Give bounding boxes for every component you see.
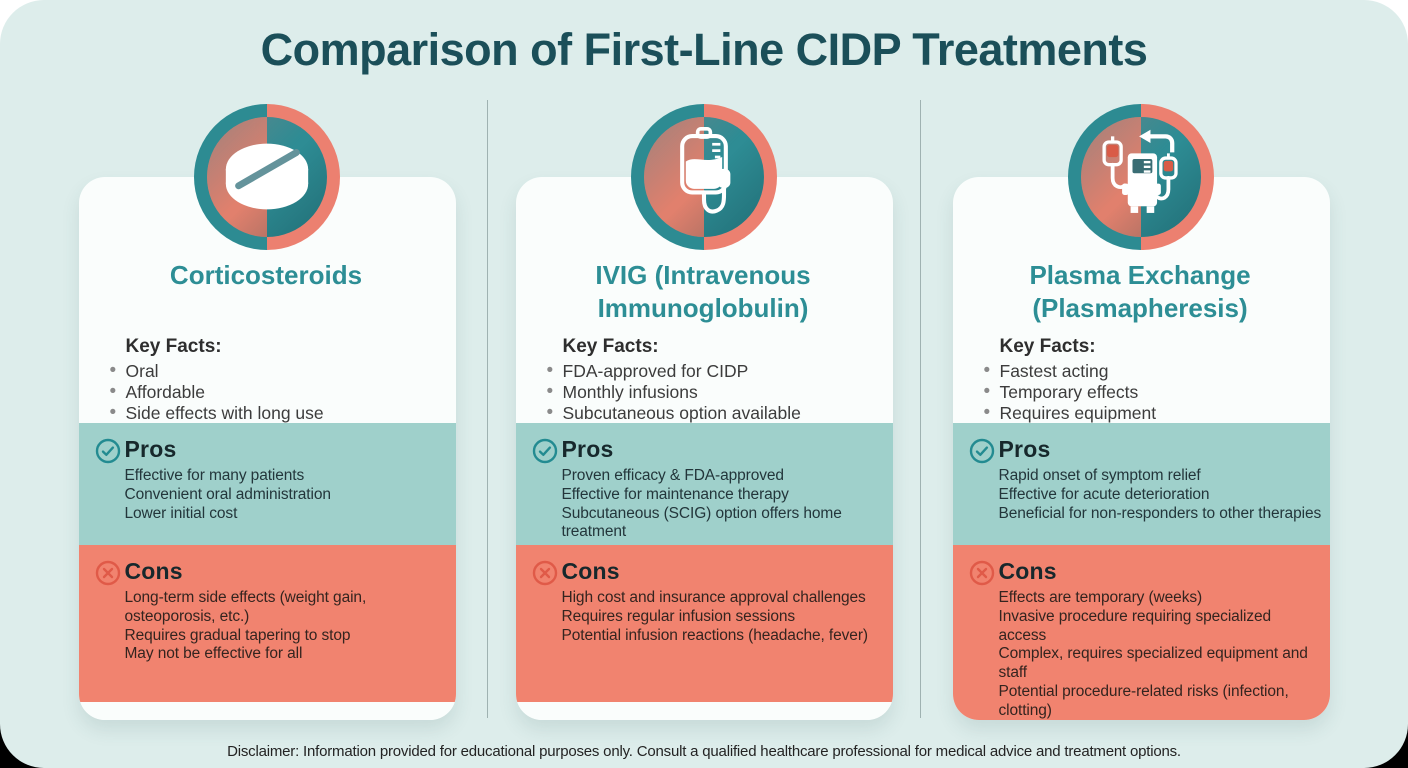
treatment-column-corticosteroids: Corticosteroids Key Facts: OralAffordabl… [78, 104, 456, 720]
treatment-name: IVIG (Intravenous Immunoglobulin) [595, 260, 811, 323]
apheresis-machine-icon [1102, 129, 1178, 213]
con-item: Requires regular infusion sessions [561, 607, 796, 625]
con-item: Requires gradual tapering to stop [124, 626, 351, 644]
pro-item: Effective for many patients [124, 467, 305, 484]
key-facts-list: OralAffordableSide effects with long use [110, 360, 438, 424]
pill-icon [225, 143, 309, 210]
key-facts-list: FDA-approved for CIDPMonthly infusionsSu… [547, 360, 875, 424]
treatment-column-plasma-exchange: Plasma Exchange (Plasmapheresis) Key Fac… [952, 104, 1330, 720]
key-fact-item: FDA-approved for CIDP [547, 360, 875, 382]
key-facts-heading: Key Facts: [999, 336, 1096, 357]
cons-list: Long-term side effects (weight gain, ost… [125, 589, 448, 664]
pros-heading: Pros [561, 436, 614, 462]
pro-item: Convenient oral administration [124, 485, 331, 503]
pro-item: Beneficial for non-responders to other t… [998, 504, 1322, 522]
iv-bag-icon [680, 127, 731, 214]
check-circle-icon [95, 438, 120, 464]
con-item: Potential procedure-related risks (infec… [998, 682, 1289, 719]
cons-section: Cons Long-term side effects (weight gain… [78, 545, 456, 702]
pro-item: Subcutaneous (SCIG) option offers home t… [561, 504, 842, 541]
con-item: Invasive procedure requiring specialized… [998, 607, 1272, 644]
treatment-badge [631, 104, 777, 250]
cons-heading: Cons [561, 558, 620, 584]
pro-item: Rapid onset of symptom relief [998, 467, 1201, 484]
key-facts: Key Facts: OralAffordableSide effects wi… [110, 336, 438, 424]
con-item: Potential infusion reactions (headache, … [561, 626, 869, 644]
con-item: Effects are temporary (weeks) [998, 589, 1203, 606]
pro-item: Effective for maintenance therapy [561, 485, 789, 503]
key-facts-list: Fastest actingTemporary effectsRequires … [984, 360, 1312, 424]
cons-list: High cost and insurance approval challen… [562, 589, 885, 645]
column-divider [487, 100, 488, 718]
column-divider [920, 100, 921, 718]
x-circle-icon [532, 560, 557, 586]
key-facts: Key Facts: Fastest actingTemporary effec… [984, 336, 1312, 424]
key-fact-item: Subcutaneous option available [547, 402, 875, 424]
key-fact-item: Side effects with long use [110, 402, 438, 424]
pro-item: Proven efficacy & FDA-approved [561, 467, 785, 484]
cons-section: Cons Effects are temporary (weeks)Invasi… [952, 545, 1330, 720]
con-item: High cost and insurance approval challen… [561, 589, 866, 606]
treatment-badge [1068, 104, 1214, 250]
key-fact-item: Fastest acting [984, 360, 1312, 382]
x-circle-icon [95, 560, 120, 586]
pros-heading: Pros [124, 436, 177, 462]
treatment-card: Plasma Exchange (Plasmapheresis) Key Fac… [952, 177, 1330, 720]
con-item: Complex, requires specialized equipment … [998, 645, 1308, 682]
check-circle-icon [969, 438, 994, 464]
key-facts-heading: Key Facts: [125, 336, 222, 357]
treatment-column-ivig: IVIG (Intravenous Immunoglobulin) Key Fa… [515, 104, 893, 720]
cons-section: Cons High cost and insurance approval ch… [515, 545, 893, 702]
con-item: May not be effective for all [124, 645, 303, 663]
key-fact-item: Affordable [110, 381, 438, 403]
treatment-card: Corticosteroids Key Facts: OralAffordabl… [78, 177, 456, 720]
key-facts-heading: Key Facts: [562, 336, 659, 357]
treatment-name: Plasma Exchange (Plasmapheresis) [1029, 260, 1251, 323]
key-fact-item: Temporary effects [984, 381, 1312, 403]
disclaimer-text: Disclaimer: Information provided for edu… [227, 743, 1181, 760]
page-title: Comparison of First-Line CIDP Treatments [260, 24, 1148, 75]
key-fact-item: Requires equipment [984, 402, 1312, 424]
key-fact-item: Oral [110, 360, 438, 382]
con-item: Long-term side effects (weight gain, ost… [124, 589, 367, 625]
cons-list: Effects are temporary (weeks)Invasive pr… [999, 589, 1322, 720]
key-fact-item: Monthly infusions [547, 381, 875, 403]
pro-item: Effective for acute deterioration [998, 485, 1210, 503]
treatment-card: IVIG (Intravenous Immunoglobulin) Key Fa… [515, 177, 893, 720]
treatment-badge [194, 104, 340, 250]
x-circle-icon [969, 560, 994, 586]
treatment-columns: Corticosteroids Key Facts: OralAffordabl… [0, 104, 1408, 720]
treatment-name: Corticosteroids [169, 260, 363, 290]
check-circle-icon [532, 438, 557, 464]
pro-item: Lower initial cost [124, 504, 238, 522]
key-facts: Key Facts: FDA-approved for CIDPMonthly … [547, 336, 875, 424]
cons-heading: Cons [124, 558, 183, 584]
pros-heading: Pros [998, 436, 1051, 462]
cons-heading: Cons [998, 558, 1057, 584]
